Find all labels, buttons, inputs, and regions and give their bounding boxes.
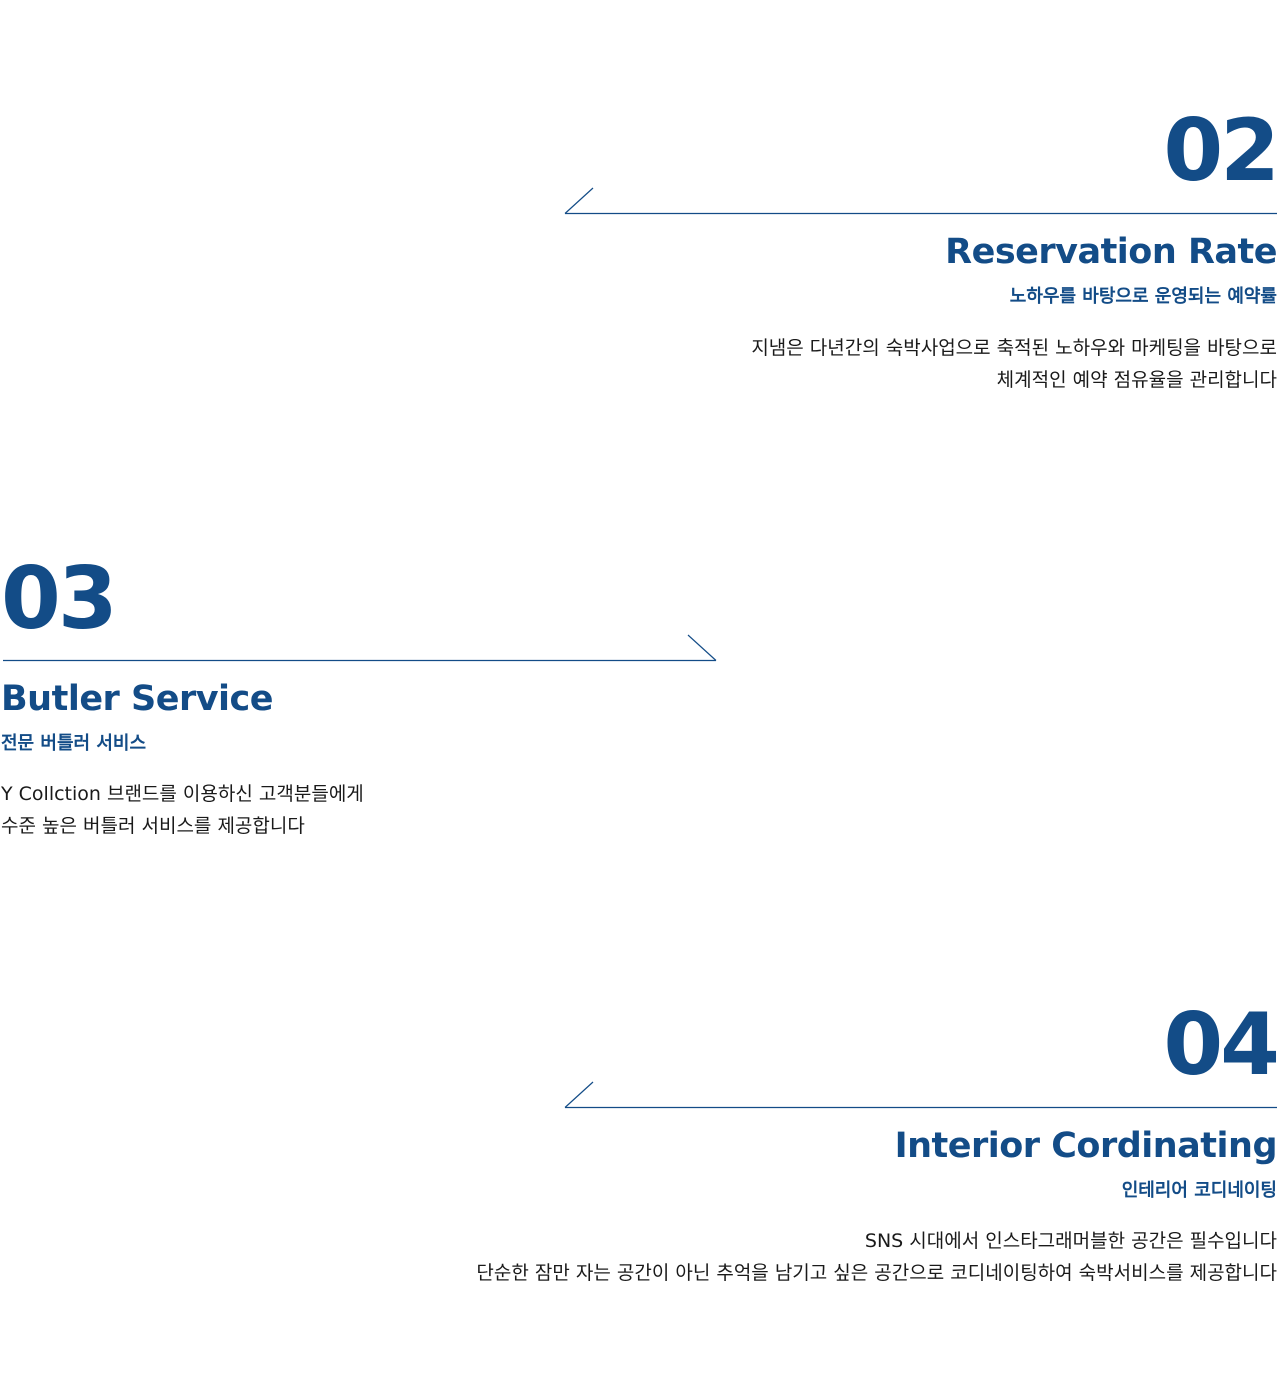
section-number: 03 [1, 549, 118, 649]
section-description: SNS 시대에서 인스타그래머블한 공간은 필수입니다 단순한 잠만 자는 공간… [476, 1225, 1277, 1289]
section-title: Butler Service [1, 679, 274, 719]
section-divider-line [564, 187, 1277, 215]
description-line: 체계적인 예약 점유율을 관리합니다 [996, 369, 1277, 391]
section-subtitle: 인테리어 코디네이팅 [1121, 1180, 1277, 1201]
description-line: 지냄은 다년간의 숙박사업으로 축적된 노하우와 마케팅을 바탕으로 [751, 337, 1277, 359]
feature-section-reservation-rate: 02 Reservation Rate 노하우를 바탕으로 운영되는 예약률 지… [0, 0, 1280, 420]
section-subtitle: 전문 버틀러 서비스 [1, 733, 147, 754]
section-title: Interior Cordinating [894, 1126, 1278, 1166]
description-line: Y Collction 브랜드를 이용하신 고객분들에게 [1, 783, 364, 805]
section-divider-line [3, 634, 717, 662]
section-title: Reservation Rate [945, 232, 1277, 272]
section-number: 02 [1163, 101, 1280, 201]
section-description: 지냄은 다년간의 숙박사업으로 축적된 노하우와 마케팅을 바탕으로 체계적인 … [751, 332, 1277, 396]
feature-section-butler-service: 03 Butler Service 전문 버틀러 서비스 Y Collction… [1, 549, 717, 842]
section-number: 04 [1163, 995, 1280, 1095]
description-line: 수준 높은 버틀러 서비스를 제공합니다 [1, 815, 305, 837]
description-line: 단순한 잠만 자는 공간이 아닌 추억을 남기고 싶은 공간으로 코디네이팅하여… [476, 1262, 1277, 1284]
section-description: Y Collction 브랜드를 이용하신 고객분들에게 수준 높은 버틀러 서… [1, 778, 364, 842]
description-line: SNS 시대에서 인스타그래머블한 공간은 필수입니다 [864, 1230, 1277, 1252]
section-subtitle: 노하우를 바탕으로 운영되는 예약률 [1009, 286, 1277, 307]
section-divider-line [564, 1081, 1277, 1109]
